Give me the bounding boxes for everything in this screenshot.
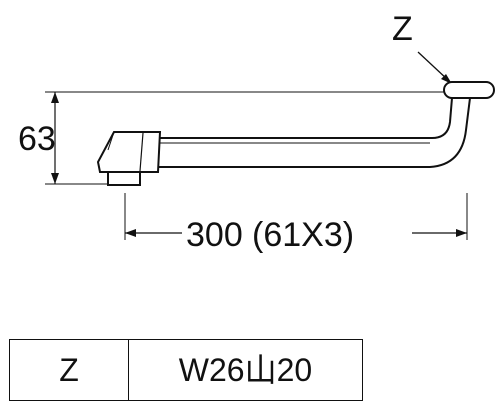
spec-table: Z W26山20 bbox=[9, 339, 363, 401]
length-dimension-text: 300 bbox=[186, 216, 243, 254]
spec-label-cell: Z bbox=[9, 339, 129, 401]
nut-edge-line bbox=[107, 131, 115, 151]
part-label-z: Z bbox=[392, 10, 413, 48]
z-leader-line bbox=[417, 51, 449, 81]
length-arrow-left bbox=[125, 229, 136, 237]
length-arrow-right bbox=[456, 229, 467, 237]
height-dimension-text: 63 bbox=[18, 120, 56, 158]
length-detail-text: (61X3) bbox=[252, 216, 354, 254]
spec-value-cell: W26山20 bbox=[128, 339, 363, 401]
height-arrow-top bbox=[51, 92, 59, 103]
nut-bevel-line bbox=[139, 132, 144, 172]
spec-row: Z W26山20 bbox=[9, 339, 363, 401]
connector-nut bbox=[96, 131, 162, 173]
pipe-top-cap bbox=[443, 81, 495, 99]
threaded-end bbox=[107, 171, 141, 186]
spout-pipe-diagram: Z 63 300 (61X3) bbox=[18, 10, 495, 254]
height-arrow-bottom bbox=[51, 173, 59, 184]
pipe-body bbox=[149, 97, 472, 168]
